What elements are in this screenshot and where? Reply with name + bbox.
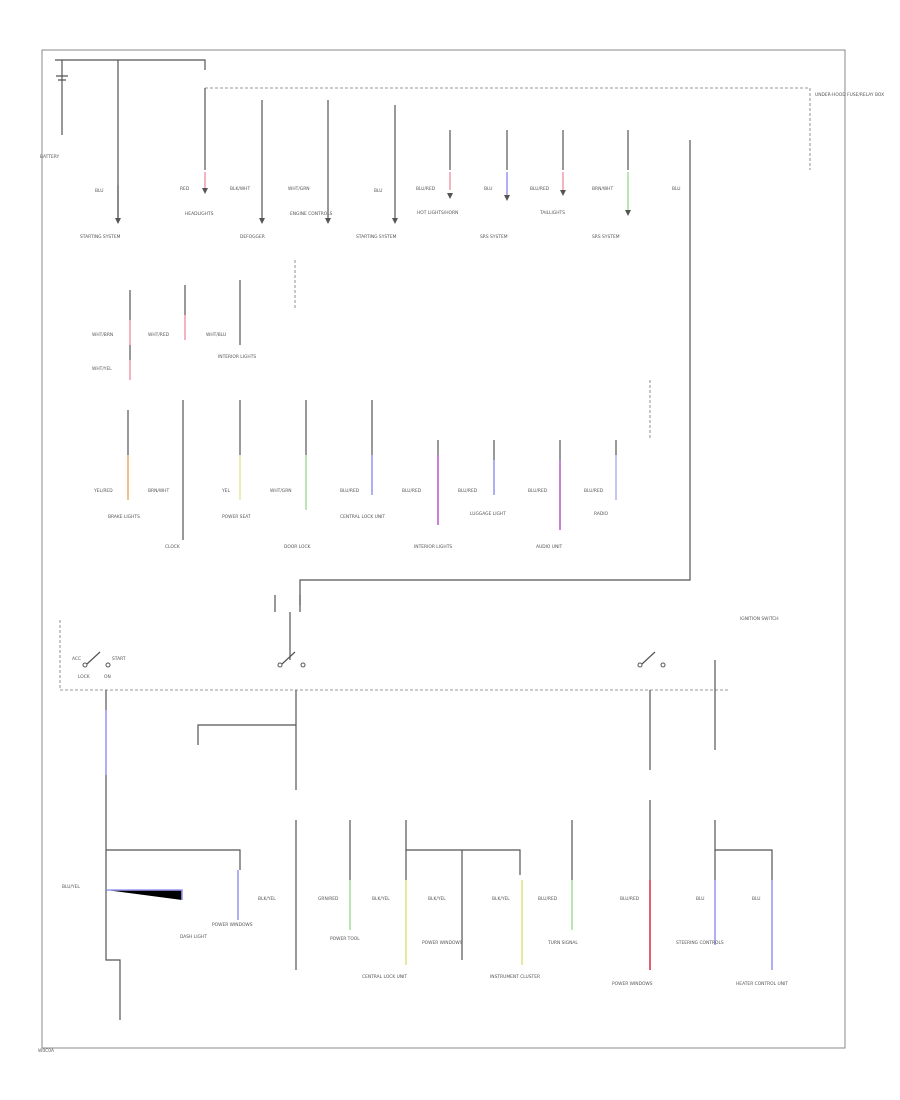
- row1-dest: STARTING SYSTEM: [80, 234, 121, 240]
- row3-wire: WHT/GRN: [270, 488, 292, 494]
- row4-dest: POWER WINDOWS: [612, 981, 653, 987]
- row3-dest: CENTRAL LOCK UNIT: [340, 514, 385, 520]
- row3-wire: BLU/RED: [340, 488, 360, 494]
- row3-wire: BRN/WHT: [148, 488, 169, 494]
- row3-dest: DOOR LOCK: [284, 544, 311, 550]
- row4-wire: BLU: [696, 896, 704, 902]
- row4-dest: STEERING CONTROLS: [676, 940, 724, 946]
- row4-wire: BLU/RED: [538, 896, 558, 902]
- row1-circuits: [117, 88, 691, 605]
- ignition-switches: IGNITION SWITCH ACC START LOCK ON: [59, 595, 779, 691]
- row4-wire: GRN/RED: [318, 896, 339, 902]
- row1-wire: BLU: [484, 186, 492, 192]
- lower-buses: [105, 660, 773, 1020]
- row1-wire: BLU: [95, 188, 103, 194]
- row4-wire: BLK/YEL: [428, 896, 446, 902]
- row2-dest: INTERIOR LIGHTS: [218, 354, 256, 360]
- row4-wire: BLK/YEL: [492, 896, 510, 902]
- row3-dest: AUDIO UNIT: [536, 544, 563, 550]
- row1-labels: BLU STARTING SYSTEM RED HEADLIGHTS BLK/W…: [80, 186, 680, 240]
- row2-wire: WHT/BLU: [206, 332, 226, 338]
- row3-labels: YEL/RED BRAKE LIGHTS BRN/WHT CLOCK YEL P…: [93, 488, 609, 550]
- row3-wire: BLU/RED: [528, 488, 548, 494]
- row1-dest: DEFOGGER: [240, 234, 265, 240]
- row4-wire: BLU/YEL: [62, 884, 80, 890]
- row4-wire: BLU: [752, 896, 760, 902]
- battery-label: BATTERY: [40, 154, 60, 160]
- row1-dest: SRS SYSTEM: [480, 234, 508, 240]
- row4-wire: BLK/YEL: [372, 896, 390, 902]
- row1-wire: BRN/WHT: [592, 186, 613, 192]
- diagram-frame: [41, 49, 846, 1049]
- row3-dest: CLOCK: [165, 544, 180, 550]
- row4-wire: BLK/YEL: [258, 896, 276, 902]
- row3-dest: POWER SEAT: [222, 514, 251, 520]
- row1-dest: SRS SYSTEM: [592, 234, 620, 240]
- row1-wire: WHT/GRN: [288, 186, 310, 192]
- row1-dest: TAILLIGHTS: [539, 210, 565, 216]
- row3-wire: BLU/RED: [402, 488, 422, 494]
- row1-wire: BLU: [374, 188, 382, 194]
- row3-dest: LUGGAGE LIGHT: [470, 511, 506, 517]
- row4-dest: POWER WINDOWS: [422, 940, 463, 946]
- row4-dest: TURN SIGNAL: [547, 940, 578, 946]
- diagram-code: W0C0A: [38, 1048, 54, 1054]
- switch-acc-label: ACC: [72, 656, 81, 662]
- row2-wire: WHT/RED: [148, 332, 170, 338]
- row3-wire: BLU/RED: [458, 488, 478, 494]
- row4-dest: POWER WINDOWS: [212, 922, 253, 928]
- switch-on-label: ON: [104, 674, 111, 680]
- row2-wire: WHT/BRN: [92, 332, 113, 338]
- row4-wire: BLU/RED: [620, 896, 640, 902]
- row1-wire: RED: [180, 186, 190, 192]
- row3-wire: YEL: [221, 488, 230, 494]
- battery-section: BATTERY: [40, 59, 206, 220]
- row1-wire: BLK/WHT: [230, 186, 250, 192]
- row4-dest: POWER TOOL: [330, 936, 360, 942]
- row4-dest: INSTRUMENT CLUSTER: [490, 974, 540, 980]
- row2-circuits: WHT/BRN WHT/RED WHT/BLU INTERIOR LIGHTS …: [92, 260, 296, 380]
- row3-wire: BLU/RED: [584, 488, 604, 494]
- row1-dest: HOT LIGHTS/HORN: [417, 210, 458, 216]
- row1-dest: STARTING SYSTEM: [356, 234, 397, 240]
- row1-terminals: [115, 188, 631, 224]
- row4-dest: HEATER CONTROL UNIT: [736, 981, 788, 987]
- row3-circuits: [127, 380, 651, 540]
- row2-wire: WHT/YEL: [92, 366, 112, 372]
- row1-wire: BLU/RED: [416, 186, 436, 192]
- row3-dest: INTERIOR LIGHTS: [414, 544, 452, 550]
- ignition-switch-label: IGNITION SWITCH: [740, 616, 779, 622]
- switch-start-label: START: [112, 656, 126, 662]
- row4-dest: CENTRAL LOCK UNIT: [362, 974, 407, 980]
- relay-box-label: UNDER-HOOD FUSE/RELAY BOX: [815, 92, 884, 98]
- switch-lock-label: LOCK: [78, 674, 90, 680]
- row3-dest: RADIO: [594, 511, 609, 517]
- row4-labels: BLU/YEL DASH LIGHT BLK/YEL POWER WINDOWS…: [62, 884, 788, 987]
- row1-dest: HEADLIGHTS: [185, 211, 214, 217]
- row1-wire: BLU/RED: [530, 186, 550, 192]
- row1-dest: ENGINE CONTROLS: [290, 211, 333, 217]
- row3-dest: BRAKE LIGHTS: [108, 514, 140, 520]
- row1-wire: BLU: [672, 186, 680, 192]
- row3-wire: YEL/RED: [93, 488, 113, 494]
- row4-dest: DASH LIGHT: [180, 934, 207, 940]
